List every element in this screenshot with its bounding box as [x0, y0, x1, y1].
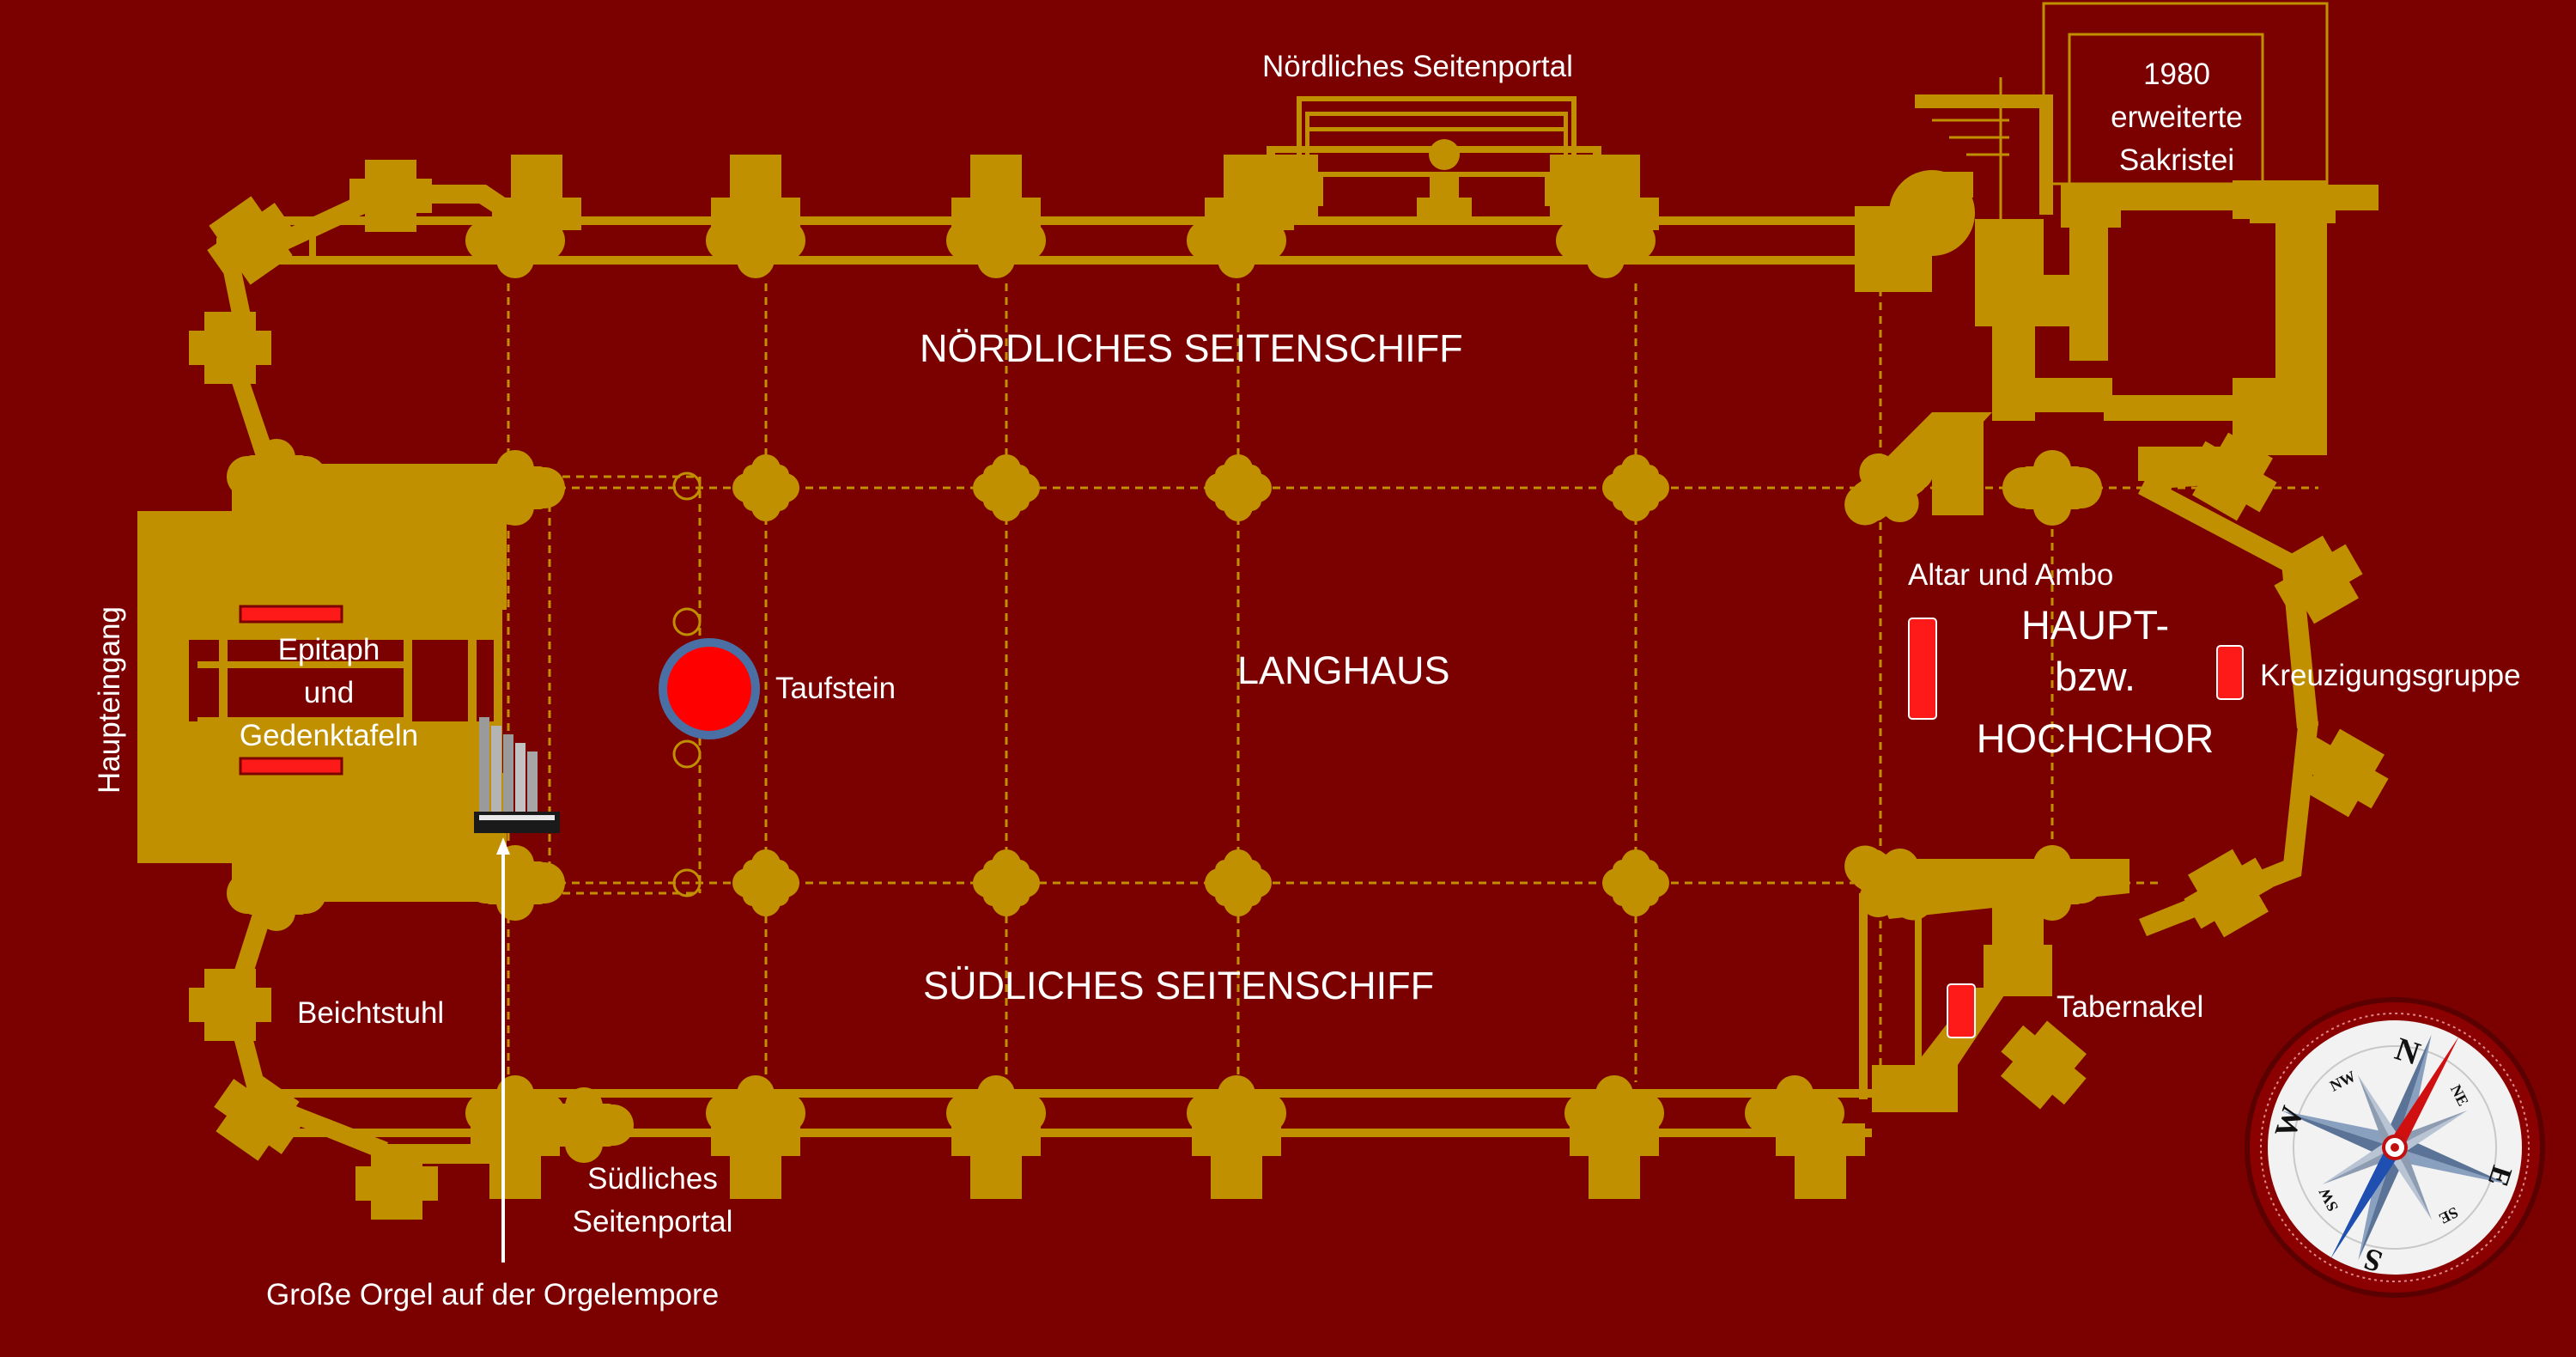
markers [239, 605, 2244, 1038]
main-entrance-label: Haupteingang [93, 606, 126, 794]
nave-label: LANGHAUS [1237, 648, 1450, 692]
altar-marker [1908, 618, 1937, 720]
south-portal-line2-label: Seitenportal [572, 1205, 733, 1238]
south-aisle-label: SÜDLICHES SEITENSCHIFF [923, 964, 1435, 1007]
tabernacle-marker [1947, 983, 1976, 1038]
organ-pointer-arrow [496, 837, 510, 1263]
choir-line2-label: bzw. [2054, 654, 2136, 699]
sacristy-line3-label: Sakristei [2118, 143, 2235, 177]
church-structure [137, 94, 2398, 1220]
epitaph-line1-label: Epitaph [277, 633, 380, 666]
sacristy-outline [1932, 2, 2329, 223]
epitaph-line3-label: Gedenktafeln [239, 719, 419, 752]
confessional-label: Beichtstuhl [297, 996, 445, 1030]
crucifixion-marker [2216, 645, 2244, 700]
epitaph-marker-top [239, 605, 343, 624]
organ-label: Große Orgel auf der Orgelempore [266, 1278, 720, 1311]
tabernacle-label: Tabernakel [2057, 990, 2204, 1024]
organ-icon [474, 717, 560, 833]
crucifixion-label: Kreuzigungsgruppe [2260, 659, 2521, 692]
sacristy-year-label: 1980 [2143, 58, 2210, 91]
south-portal-line1-label: Südliches [587, 1162, 718, 1196]
baptismal-font-label: Taufstein [775, 672, 896, 705]
choir-line3-label: HOCHCHOR [1976, 715, 2215, 761]
north-aisle-label: NÖRDLICHES SEITENSCHIFF [920, 326, 1463, 370]
choir-line1-label: HAUPT- [2020, 602, 2170, 648]
baptismal-font-marker [659, 638, 760, 739]
altar-label: Altar und Ambo [1908, 558, 2114, 592]
compass-rose: N E S W NE SE SW NW [2245, 997, 2545, 1298]
epitaph-line2-label: und [303, 676, 355, 709]
epitaph-marker-bottom [239, 757, 343, 776]
sacristy-line2-label: erweiterte [2111, 100, 2243, 134]
font-pillar-rings [672, 472, 702, 898]
north-portal-label: Nördliches Seitenportal [1262, 50, 1573, 83]
